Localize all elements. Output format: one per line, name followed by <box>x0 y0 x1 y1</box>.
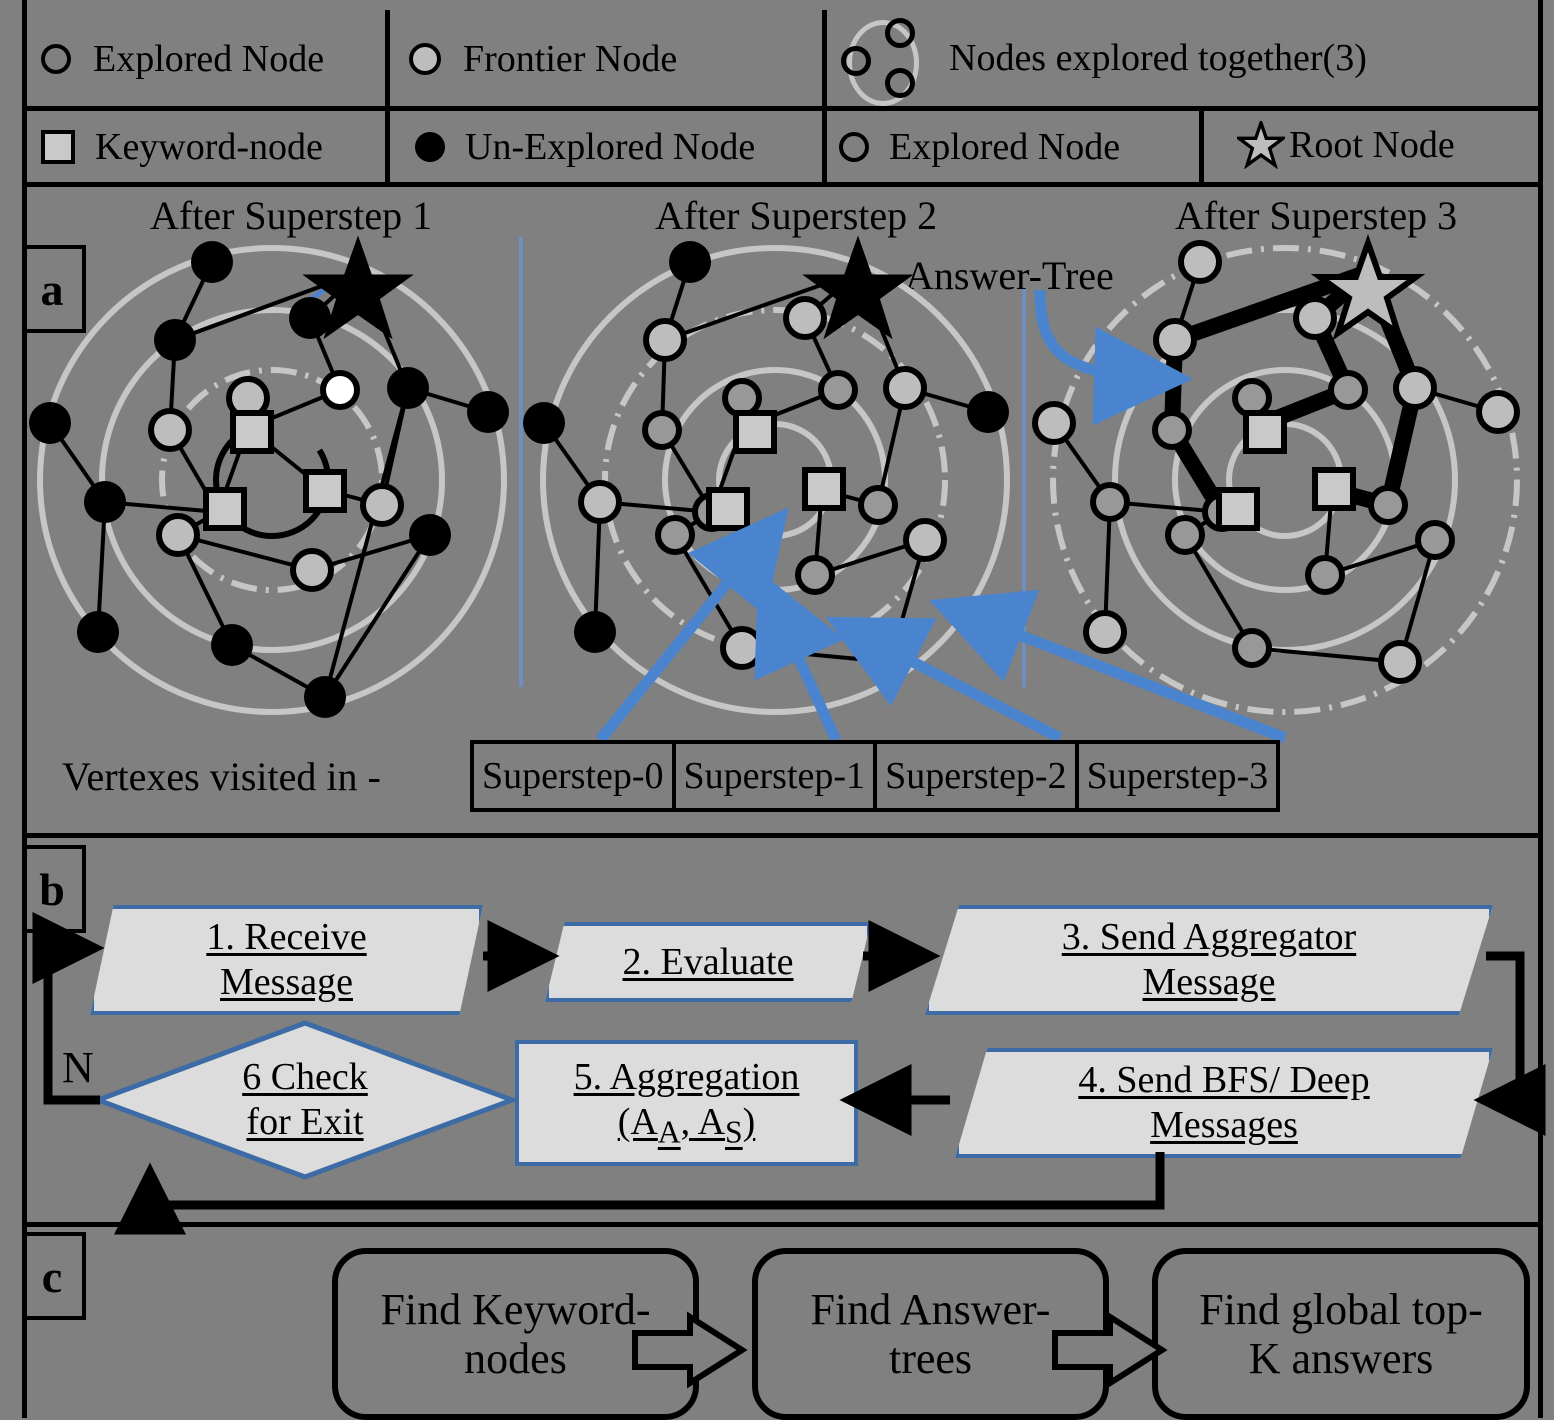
panel-b-tag-label: b <box>39 863 65 915</box>
flow-node-line2: (AA, AS) <box>617 1100 756 1150</box>
superstep-title-3: After Superstep 3 <box>1175 193 1458 238</box>
pipeline-stage-find-global-topk[interactable]: Find global top- K answers <box>1152 1248 1530 1420</box>
legend-label: Root Node <box>1289 124 1455 166</box>
flow-node-line2: for Exit <box>246 1101 364 1143</box>
superstep-title-2: After Superstep 2 <box>655 193 938 238</box>
legend-table: Explored Node Frontier Node Nodes explor… <box>27 10 1538 188</box>
legend-item-nodes-explored-together: Nodes explored together(3) <box>839 13 1367 106</box>
superstep0-arrow <box>595 507 789 744</box>
panel-b-tag: b <box>22 845 86 933</box>
flow-node-line1: 5. Aggregation <box>573 1056 800 1099</box>
figure-frame-left <box>22 0 27 1418</box>
panel-a-tag: a <box>22 245 86 333</box>
graph3-answer-tree-edges <box>1164 264 1423 520</box>
connector-3-to-4 <box>1473 951 1546 1136</box>
pipeline-stage-line1: Find Answer- <box>810 1284 1051 1334</box>
graph-separator-2 <box>1022 287 1026 687</box>
legend-label: Frontier Node <box>463 38 678 80</box>
legend-divider-r2-3 <box>1199 111 1204 182</box>
legend-rule-middle <box>27 106 1538 111</box>
flow-node-send-bfs-deep-messages[interactable]: 4. Send BFS/ Deep Messages <box>955 1048 1493 1158</box>
graph3-rings <box>1050 245 1520 715</box>
superstep2-arrow <box>825 616 1063 743</box>
legend-divider-r1-2 <box>822 10 827 106</box>
graph2-rings <box>540 245 1010 715</box>
legend-label: Explored Node <box>889 126 1121 168</box>
gray-square-icon <box>41 130 75 164</box>
flow-node-line2: Messages <box>1150 1104 1298 1146</box>
visited-step-cell: Superstep-1 <box>676 744 878 808</box>
legend-rule-bottom <box>27 182 1538 187</box>
panel-c-tag-label: c <box>41 1250 63 1302</box>
filled-circle-icon <box>415 132 445 162</box>
graph1-rings <box>37 245 507 715</box>
pipeline-stage-find-keyword-nodes[interactable]: Find Keyword- nodes <box>332 1248 699 1420</box>
cluster-node-c <box>885 68 915 98</box>
star-icon <box>1237 121 1285 169</box>
gray-circle-icon <box>409 43 441 75</box>
flow-node-line1: 1. Receive <box>206 916 367 959</box>
panel-c-tag: c <box>22 1232 86 1320</box>
superstep-title-1: After Superstep 1 <box>150 193 433 238</box>
cluster-node-a <box>885 18 915 48</box>
legend-divider-r1-1 <box>385 10 390 106</box>
graph2-edges <box>542 261 989 664</box>
pipeline-stage-find-answer-trees[interactable]: Find Answer- trees <box>752 1248 1109 1420</box>
graph1-nodes <box>29 235 509 718</box>
flow-node-check-for-exit[interactable]: 6 Check for Exit <box>95 1020 515 1180</box>
flow-node-line1: 3. Send Aggregator <box>1061 916 1357 959</box>
legend-item-explored-node-2: Explored Node <box>839 116 1120 178</box>
open-circle-icon <box>839 132 869 162</box>
answer-tree-arrow <box>1034 289 1193 426</box>
panel-a-tag-label: a <box>40 263 64 315</box>
legend-label: Explored Node <box>93 38 325 80</box>
node-cluster-icon <box>839 16 939 106</box>
answer-tree-annotation: Answer-Tree <box>905 253 1114 298</box>
flow-branch-label-n: N <box>62 1043 94 1092</box>
legend-item-unexplored-node: Un-Explored Node <box>415 116 755 178</box>
visited-step-cell: Superstep-3 <box>1086 755 1269 797</box>
legend-label: Keyword-node <box>95 126 323 168</box>
pipeline-stage-line1: Find Keyword- <box>380 1284 651 1334</box>
graph-separator-1 <box>519 237 523 687</box>
flow-node-evaluate[interactable]: 2. Evaluate <box>545 922 871 1002</box>
flow-node-line2: Message <box>1142 961 1276 1003</box>
pipeline-stage-line1: Find global top- <box>1199 1284 1483 1334</box>
visited-step-cell: Superstep-0 <box>474 744 676 808</box>
panel-a-b-divider <box>22 833 1543 838</box>
figure-frame-right <box>1538 0 1543 1418</box>
legend-label: Un-Explored Node <box>465 126 756 168</box>
superstep3-arrow <box>929 589 1287 744</box>
legend-item-keyword-node: Keyword-node <box>41 116 323 178</box>
legend-item-frontier-node: Frontier Node <box>409 28 677 90</box>
flow-node-line2: Message <box>220 961 353 1003</box>
pipeline-stage-line2: trees <box>888 1334 973 1383</box>
legend-item-root-node: Root Node <box>1237 112 1455 178</box>
legend-item-explored-node: Explored Node <box>41 28 324 90</box>
legend-label: Nodes explored together(3) <box>949 37 1367 79</box>
legend-divider-r2-2 <box>822 111 827 182</box>
flow-node-line1: 4. Send BFS/ Deep <box>1078 1059 1370 1102</box>
flow-node-line1: 6 Check <box>242 1056 368 1099</box>
legend-divider-r2-1 <box>385 111 390 182</box>
panel-b-c-divider <box>22 1222 1543 1227</box>
graph3-edges-thin <box>1052 261 1499 664</box>
visited-step-cell: Superstep-2 <box>877 744 1079 808</box>
graph1-edges <box>48 261 489 699</box>
superstep1-arrow <box>754 569 845 743</box>
graph1-highlight-edge <box>293 269 352 313</box>
visited-supersteps-table: Superstep-0 Superstep-1 Superstep-2 Supe… <box>470 740 1281 812</box>
vertexes-visited-label: Vertexes visited in - <box>62 754 381 799</box>
flow-node-send-aggregator-message[interactable]: 3. Send Aggregator Message <box>925 905 1493 1015</box>
cluster-node-b <box>841 46 871 76</box>
flow-node-receive-message[interactable]: 1. Receive Message <box>90 905 483 1015</box>
open-circle-icon <box>41 44 71 74</box>
pipeline-stage-line2: nodes <box>464 1334 567 1383</box>
graph3-nodes <box>1032 233 1520 684</box>
pipeline-stage-line2: K answers <box>1248 1334 1434 1383</box>
flow-node-line1: 2. Evaluate <box>622 940 794 983</box>
flow-node-aggregation[interactable]: 5. Aggregation (AA, AS) <box>515 1040 858 1166</box>
graph2-nodes <box>523 235 1009 683</box>
